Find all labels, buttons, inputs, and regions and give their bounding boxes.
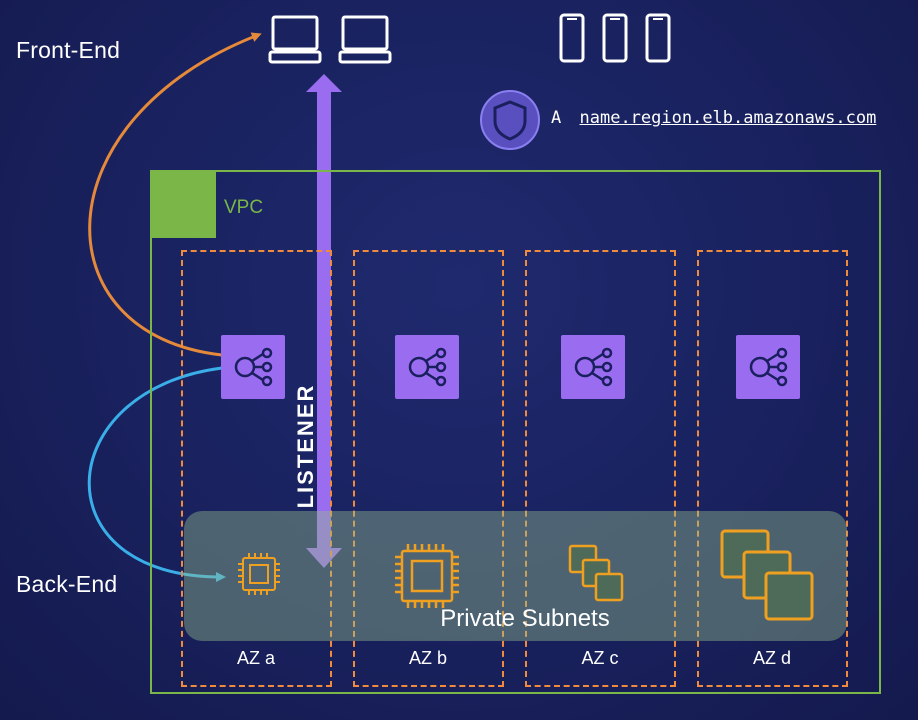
phone-icon <box>602 13 628 63</box>
load-balancer-node <box>395 335 459 399</box>
dns-record-type: A <box>551 108 562 128</box>
load-balancer-icon <box>234 347 273 387</box>
phone-icon <box>559 13 585 63</box>
front-end-label: Front-End <box>16 37 121 63</box>
load-balancer-icon <box>574 347 613 387</box>
chip-icon <box>238 553 280 595</box>
availability-zone-c <box>525 250 676 687</box>
dns-record: A name.region.elb.amazonaws.com <box>551 108 876 128</box>
load-balancer-node <box>736 335 800 399</box>
az-label: AZ d <box>752 648 791 668</box>
load-balancer-node <box>221 335 285 399</box>
load-balancer-icon <box>408 347 447 387</box>
availability-zone-b <box>353 250 504 687</box>
az-label: AZ b <box>408 648 447 668</box>
load-balancer-node <box>561 335 625 399</box>
az-label: AZ c <box>581 648 619 668</box>
dns-name-link[interactable]: name.region.elb.amazonaws.com <box>579 108 877 128</box>
private-subnets-label: Private Subnets <box>440 605 610 632</box>
instances-icon <box>568 544 624 602</box>
load-balancer-icon <box>749 347 788 387</box>
az-label: AZ a <box>236 648 275 668</box>
phone-icon <box>645 13 671 63</box>
listener-arrow <box>306 74 342 568</box>
vpc-badge <box>150 170 216 238</box>
front-end-arrow <box>88 32 262 361</box>
desktop-icon <box>268 15 322 64</box>
availability-zone-a <box>181 250 332 687</box>
vpc-boundary <box>150 170 881 694</box>
shield-icon <box>480 90 540 150</box>
vpc-label: VPC <box>224 197 264 218</box>
listener-label: LISTENER <box>293 383 318 509</box>
back-end-label: Back-End <box>16 571 118 597</box>
availability-zone-d <box>697 250 848 687</box>
back-end-arrow <box>87 362 229 583</box>
chip-icon <box>395 544 459 608</box>
desktop-icon <box>338 15 392 64</box>
instances-icon <box>720 529 814 621</box>
